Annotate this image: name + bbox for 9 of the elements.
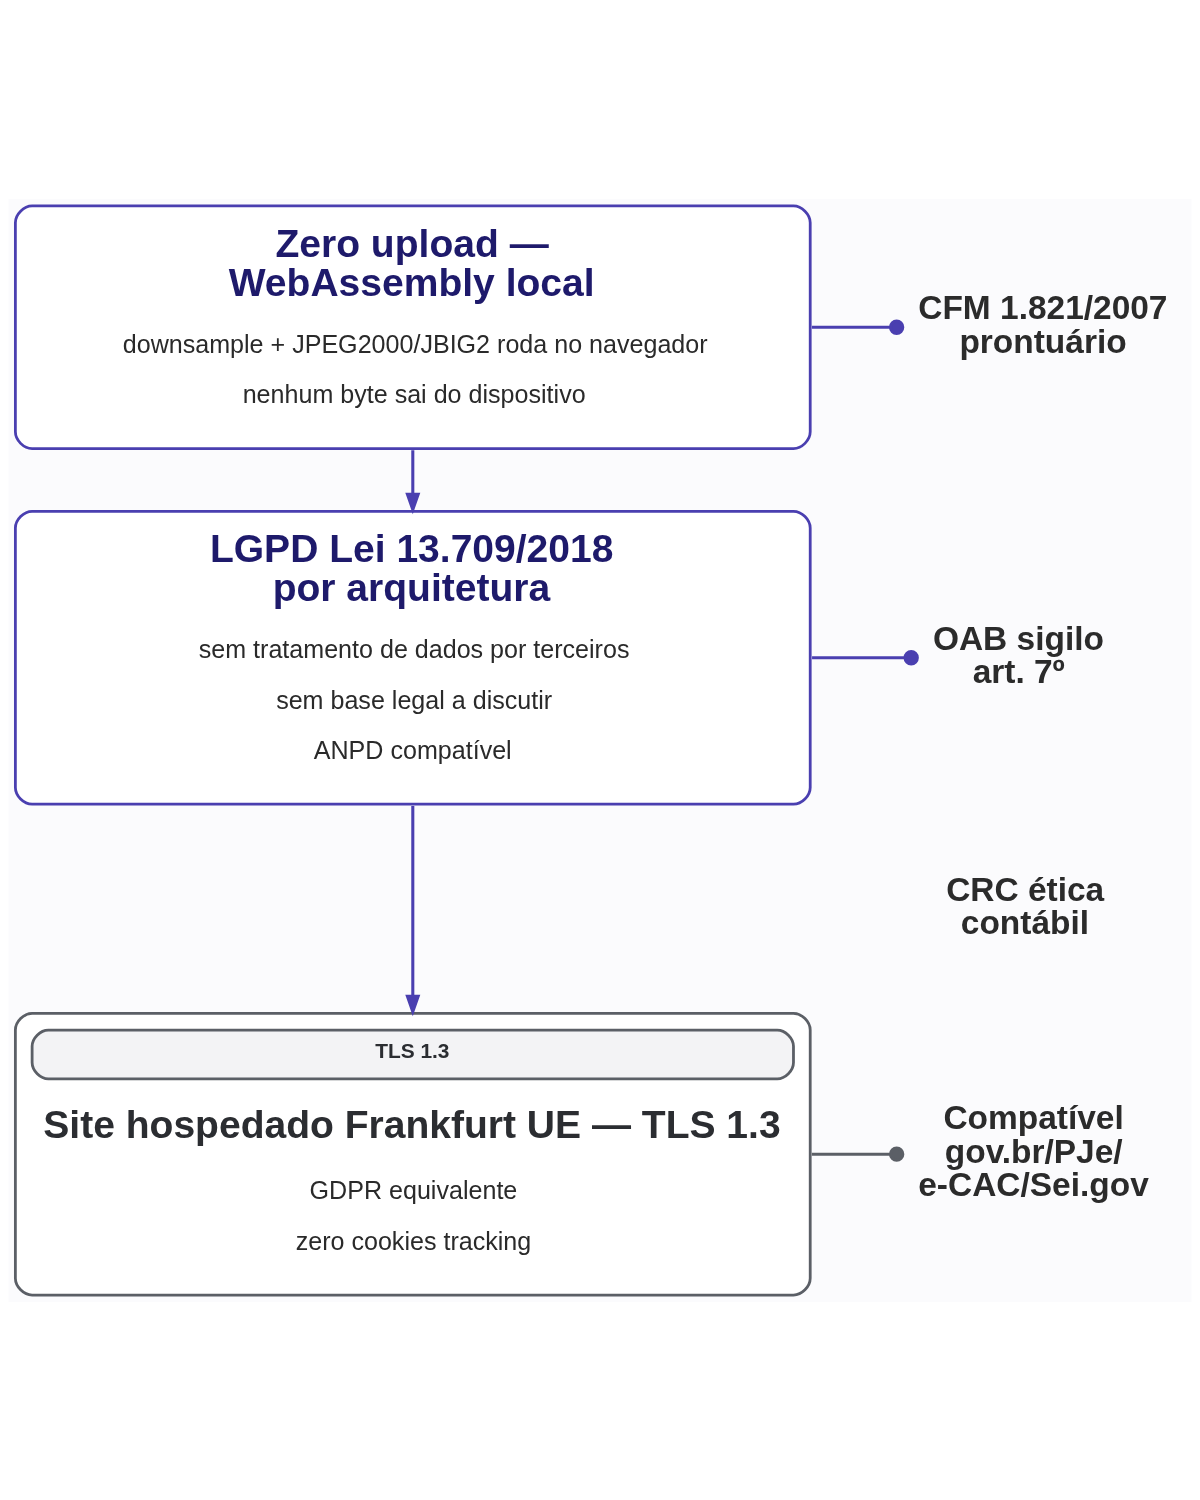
connector (811, 319, 905, 335)
node-text: CFM 1.821/2007 prontuário (918, 288, 1168, 360)
arrow (405, 449, 421, 514)
node-text: OAB sigilo art. 7º (932, 619, 1104, 690)
arrow (405, 805, 421, 1016)
node-text: CRC ética contábil (946, 870, 1105, 941)
node-text: Compatível gov.br/PJe/ e-CAC/Sei.gov (918, 1098, 1149, 1203)
connector (811, 1146, 905, 1162)
connector (812, 649, 919, 665)
